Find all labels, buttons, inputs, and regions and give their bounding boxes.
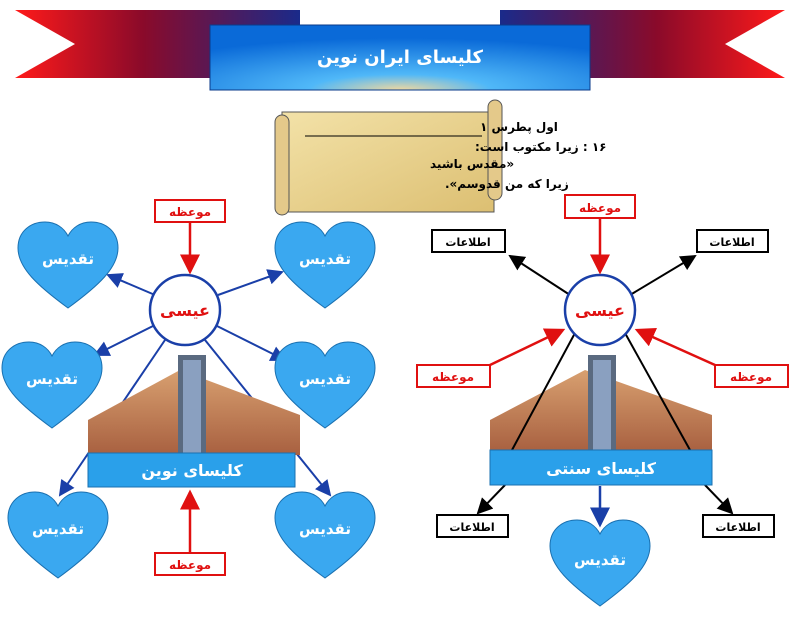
- svg-text:تقدیس: تقدیس: [299, 250, 351, 268]
- right-diagram: کلیسای سنتی عیسی موعظه موعظه موعظه اطلاع…: [416, 194, 789, 607]
- church-label-traditional: کلیسای سنتی: [546, 459, 657, 478]
- info-box: اطلاعات: [445, 236, 490, 249]
- heart-node: تقدیس: [1, 341, 103, 429]
- heart-node: تقدیس: [17, 221, 119, 309]
- jesus-node: عیسی: [160, 301, 210, 320]
- svg-text:تقدیس: تقدیس: [42, 250, 94, 268]
- svg-text:تقدیس: تقدیس: [32, 520, 84, 538]
- preaching-box: موعظه: [579, 201, 621, 216]
- info-box: اطلاعات: [715, 521, 760, 534]
- building-image: [88, 355, 300, 455]
- scroll-line: ۱۶ : زیرا مکتوب است:: [475, 140, 606, 155]
- svg-text:تقدیس: تقدیس: [299, 370, 351, 388]
- title-banner: کلیسای ایران نوین: [15, 10, 785, 91]
- building-image: [490, 355, 712, 452]
- heart-node: تقدیس: [274, 221, 376, 309]
- preaching-box: موعظه: [432, 370, 474, 385]
- svg-text:تقدیس: تقدیس: [574, 551, 626, 569]
- preaching-box: موعظه: [169, 558, 211, 573]
- preaching-box: موعظه: [169, 205, 211, 220]
- info-box: اطلاعات: [709, 236, 754, 249]
- svg-text:تقدیس: تقدیس: [299, 520, 351, 538]
- info-box: اطلاعات: [449, 521, 494, 534]
- heart-node: تقدیس: [274, 491, 376, 579]
- heart-node: تقدیس: [549, 519, 651, 607]
- heart-node: تقدیس: [7, 491, 109, 579]
- svg-text:تقدیس: تقدیس: [26, 370, 78, 388]
- jesus-node: عیسی: [575, 301, 625, 320]
- scroll-line: زیرا که من قدوسم».: [445, 177, 569, 192]
- preaching-box: موعظه: [730, 370, 772, 385]
- scroll-heading: اول پطرس ۱: [480, 120, 558, 135]
- left-diagram: کلیسای نوین عیسی موعظه موعظه تقدیس تقدیس…: [1, 199, 376, 579]
- church-label-new: کلیسای نوین: [141, 461, 243, 480]
- page-title: کلیسای ایران نوین: [317, 47, 483, 68]
- scroll-line: «مقدس باشید: [430, 157, 514, 171]
- scripture-scroll: اول پطرس ۱ ۱۶ : زیرا مکتوب است: «مقدس با…: [274, 99, 606, 216]
- heart-node: تقدیس: [274, 341, 376, 429]
